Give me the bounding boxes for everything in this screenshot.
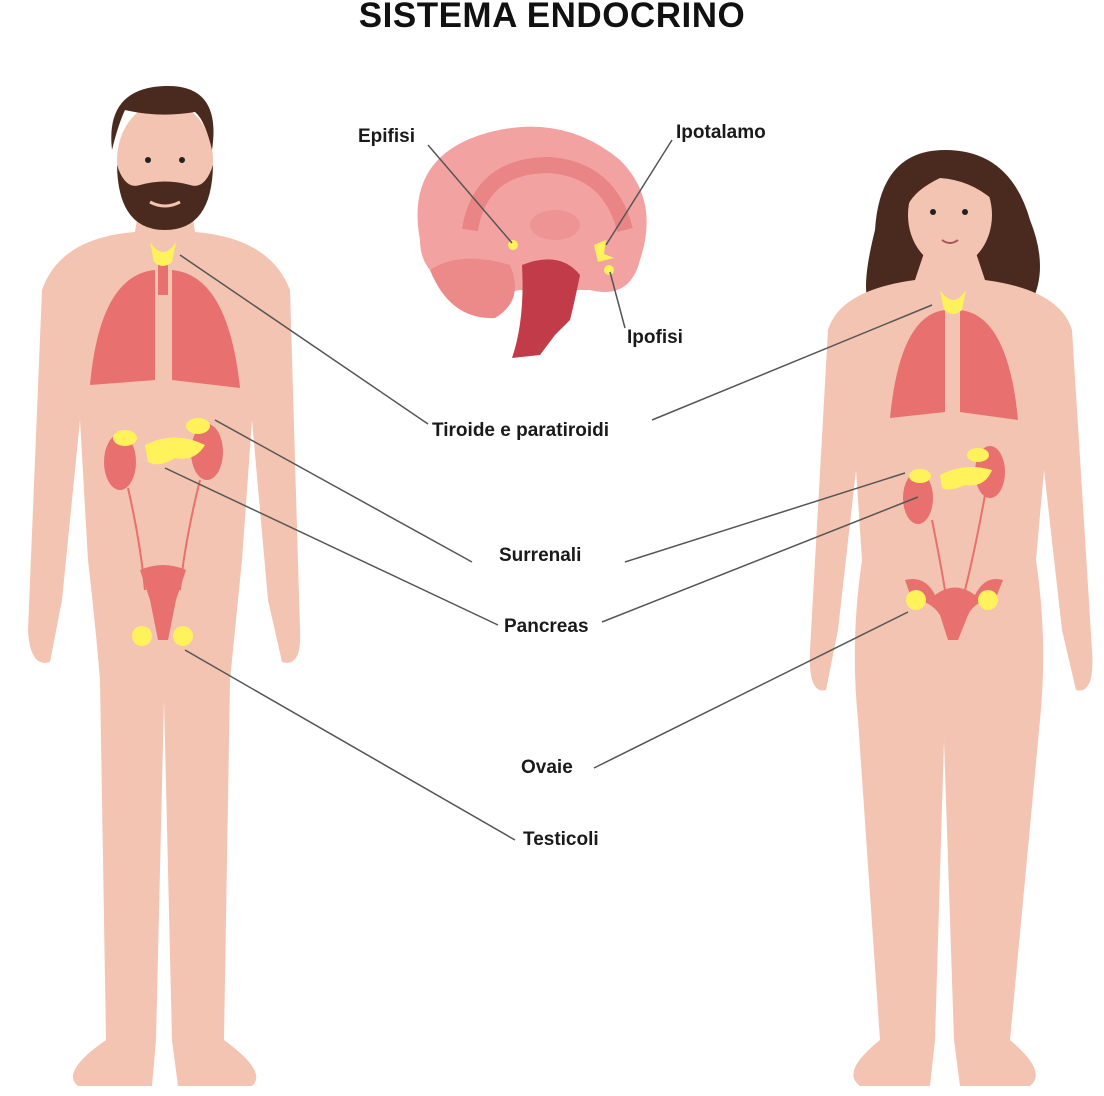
- female-lung-left: [890, 310, 945, 418]
- male-bladder: [140, 565, 186, 640]
- brain: [417, 126, 647, 358]
- female-uterus: [905, 579, 1003, 640]
- male-hair: [111, 85, 214, 150]
- male-thyroid: [150, 242, 176, 266]
- female-thyroid: [940, 290, 966, 314]
- female-figure: [809, 150, 1093, 1086]
- female-head: [908, 163, 992, 267]
- label-pancreas: Pancreas: [504, 616, 589, 637]
- male-kidney-left: [104, 434, 136, 490]
- female-lung-right: [960, 310, 1018, 420]
- male-lung-left: [90, 270, 155, 385]
- female-pancreas: [940, 466, 992, 490]
- male-testicle-right: [173, 626, 193, 646]
- male-body: [28, 200, 301, 1086]
- female-ovary-left: [906, 590, 926, 610]
- female-kidney-left: [903, 472, 933, 524]
- pineal-gland: [508, 240, 518, 250]
- label-ipofisi: Ipofisi: [627, 327, 683, 348]
- page-title: SISTEMA ENDOCRINO: [358, 0, 746, 35]
- label-epifisi: Epifisi: [358, 126, 416, 147]
- female-body: [809, 250, 1093, 1086]
- male-figure: [28, 85, 301, 1086]
- label-testicoli: Testicoli: [523, 829, 599, 850]
- male-pancreas: [145, 437, 205, 465]
- male-kidney-right: [191, 424, 223, 480]
- label-ovaie: Ovaie: [521, 757, 573, 778]
- pituitary-gland: [604, 265, 614, 275]
- leader-lines: [164, 139, 933, 841]
- hypothalamus-gland: [594, 240, 614, 262]
- label-tiroide: Tiroide e paratiroidi: [432, 420, 610, 441]
- brain-stem: [512, 259, 580, 358]
- female-ovary-right: [978, 590, 998, 610]
- male-beard: [117, 165, 213, 230]
- male-testicle-left: [132, 626, 152, 646]
- male-lung-right: [172, 270, 240, 388]
- brain-cerebellum: [430, 258, 515, 319]
- label-ipotalamo: Ipotalamo: [676, 122, 766, 143]
- label-surrenali: Surrenali: [499, 545, 582, 566]
